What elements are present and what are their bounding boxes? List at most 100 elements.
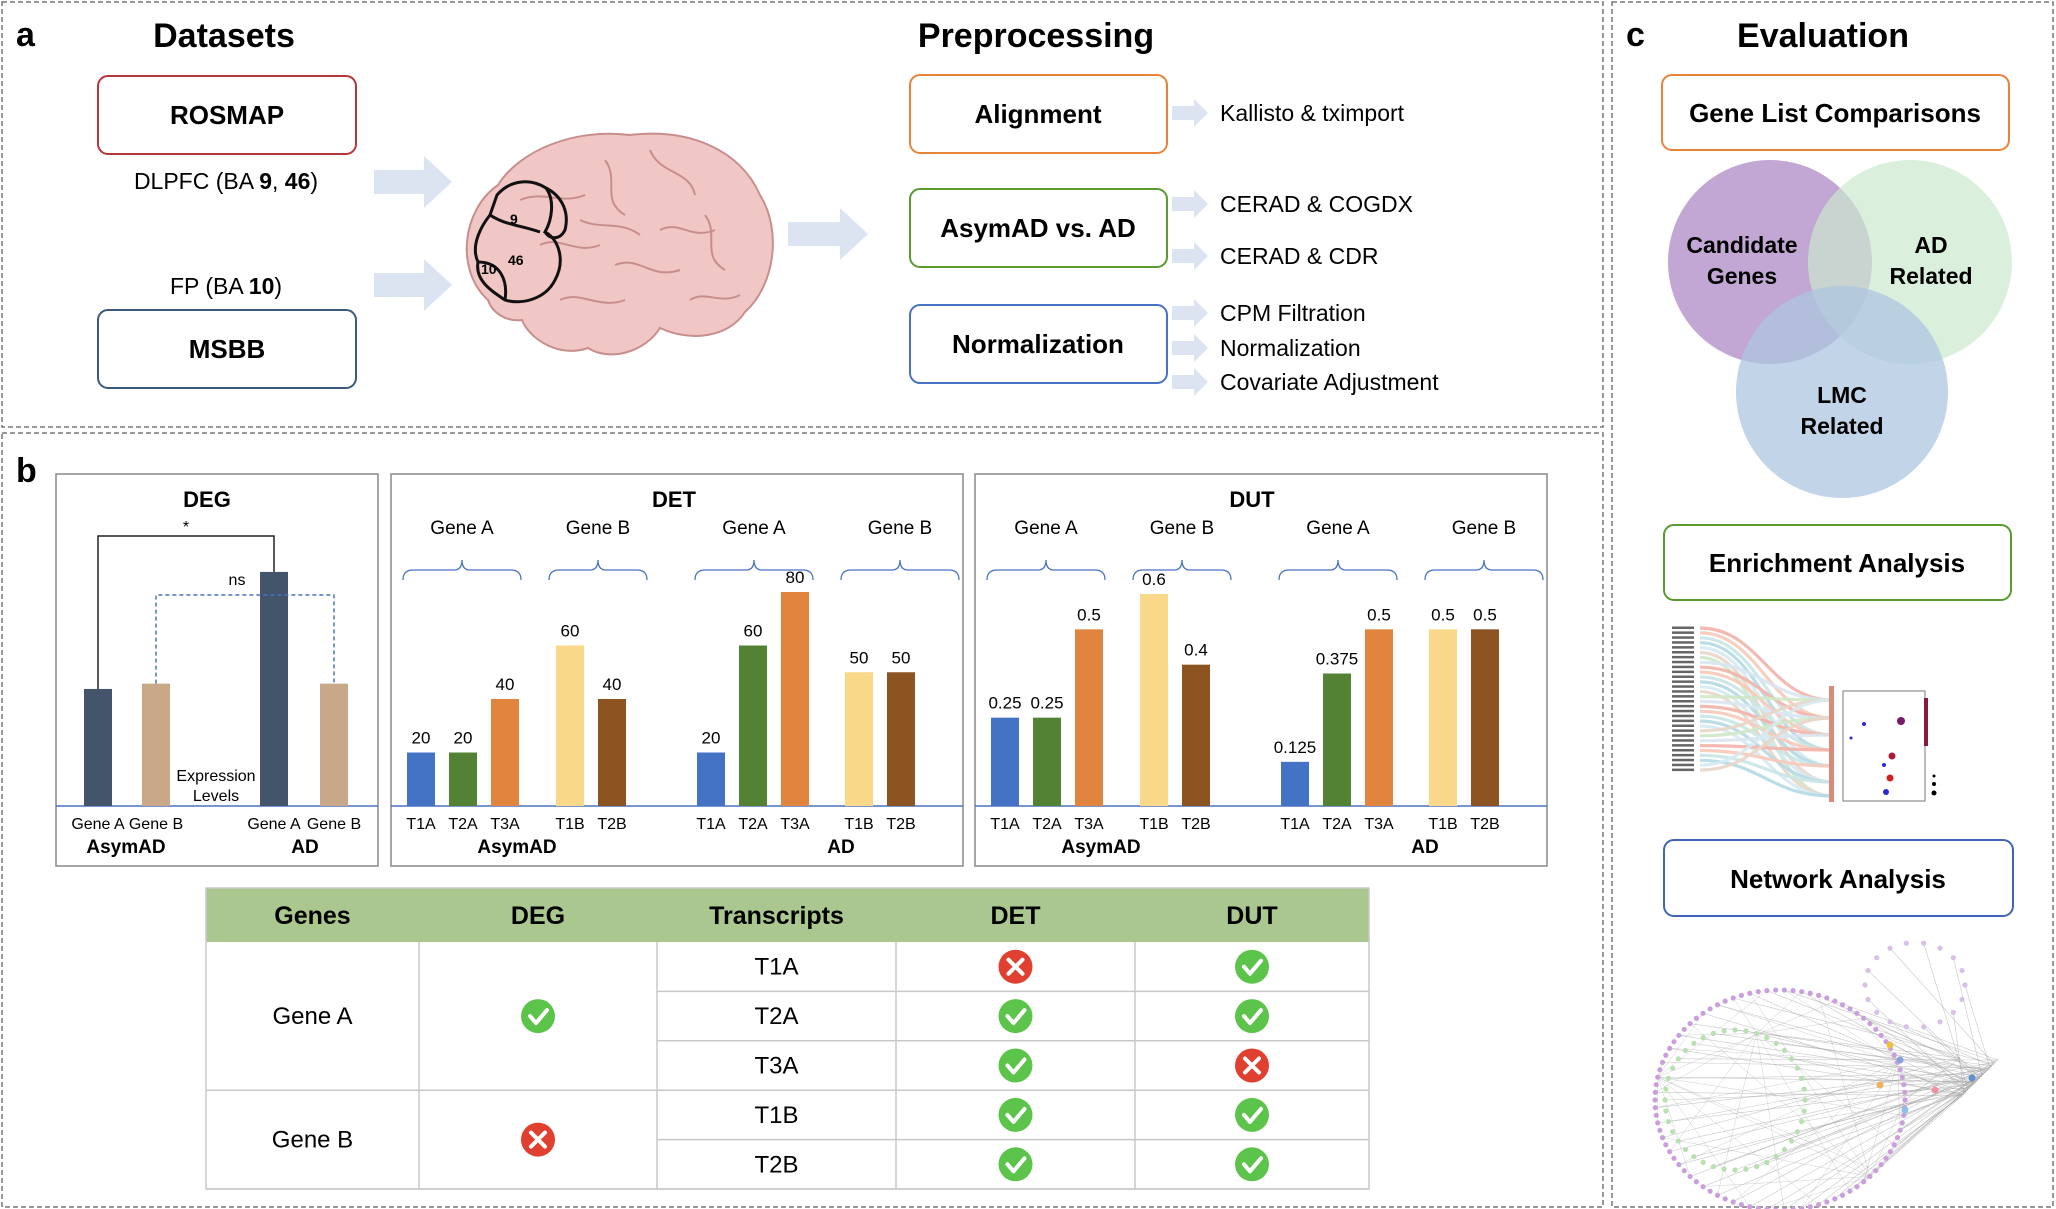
dut-bar-label: T3A	[1364, 816, 1394, 833]
dut-bar-value: 0.5	[1473, 605, 1497, 624]
network-node	[1781, 987, 1787, 993]
msbb-label: MSBB	[189, 334, 266, 364]
network-node	[1854, 1010, 1860, 1016]
arrow-icon	[374, 156, 452, 208]
network-graph-thumbnail	[1652, 940, 1999, 1209]
sankey-gene-label	[1672, 655, 1694, 659]
deg-title: DEG	[183, 487, 231, 512]
table-transcript-cell: T1B	[754, 1102, 798, 1129]
network-node	[1798, 1119, 1805, 1125]
network-edge	[1668, 1061, 1997, 1122]
network-node	[1886, 1041, 1894, 1049]
network-node	[1707, 1188, 1713, 1194]
check-icon	[1233, 1095, 1271, 1134]
network-node	[1659, 1135, 1666, 1141]
network-edge	[1669, 1048, 1965, 1095]
dut-group-label: AD	[1411, 837, 1438, 858]
deg-bar	[142, 683, 170, 806]
check-icon	[1233, 947, 1271, 986]
network-node	[1657, 1127, 1663, 1133]
sankey-gene-label	[1672, 646, 1694, 649]
sankey-gene-label	[1672, 709, 1694, 713]
network-node	[1738, 992, 1744, 998]
network-node	[1682, 1047, 1689, 1054]
network-node	[1764, 1159, 1770, 1165]
dut-bar-label: T2A	[1032, 816, 1062, 833]
network-node	[1754, 1030, 1760, 1037]
dut-bar	[1471, 629, 1499, 806]
network-edge	[1733, 1062, 1898, 1203]
network-node	[1891, 1142, 1897, 1148]
network-edge	[1662, 1057, 1961, 1138]
cross-icon	[519, 1120, 557, 1159]
network-node	[1832, 998, 1838, 1004]
network-edge	[1732, 997, 1757, 1034]
network-edge	[1834, 1000, 1999, 1061]
sankey-term-bar	[1829, 686, 1834, 802]
sankey-gene-label	[1672, 651, 1694, 654]
arrow-icon	[1172, 99, 1208, 127]
network-edge	[1849, 1008, 1898, 1063]
network-node	[1671, 1155, 1677, 1161]
deg-significance-star: *	[183, 519, 189, 536]
network-node	[1867, 1173, 1873, 1180]
table-transcript-cell: T3A	[754, 1053, 798, 1080]
deg-bar	[320, 683, 348, 806]
network-node	[1700, 1010, 1706, 1016]
sankey-gene-label	[1672, 729, 1694, 732]
network-node	[1722, 1196, 1728, 1202]
dut-gene-brace	[1278, 559, 1398, 581]
det-bar-label: T2A	[738, 816, 768, 833]
network-edge	[1801, 1078, 1977, 1083]
network-node	[1738, 1202, 1744, 1208]
network-node	[1682, 1146, 1689, 1153]
network-edge	[1657, 1076, 1871, 1177]
rosmap-box	[97, 75, 357, 155]
network-node	[1732, 1167, 1738, 1173]
network-edge	[1863, 1093, 1965, 1182]
preprocessing-step-label: Alignment	[974, 99, 1101, 129]
panel-c-frame	[1611, 1, 2054, 1208]
network-node	[1721, 1028, 1727, 1034]
det-bar	[598, 699, 626, 806]
network-node	[1659, 1059, 1666, 1065]
sankey-link	[1699, 748, 1833, 768]
table-gene-cell: Gene B	[272, 1127, 353, 1154]
table-header-row	[206, 888, 1369, 942]
network-edge	[1849, 1079, 1979, 1192]
det-bar-value: 60	[744, 622, 763, 641]
det-bar-label: T1B	[555, 816, 584, 833]
det-bar-label: T2A	[448, 816, 478, 833]
sankey-gene-label	[1672, 719, 1694, 723]
dut-bar-value: 0.25	[988, 694, 1021, 713]
panel-b-frame	[1, 432, 1604, 1208]
det-bar	[739, 645, 767, 806]
det-bar-label: T1B	[844, 816, 873, 833]
sankey-gene-label	[1672, 631, 1694, 634]
network-edge	[1756, 1018, 1864, 1034]
check-icon	[996, 1095, 1035, 1134]
network-node	[1789, 1056, 1795, 1062]
network-edge	[1804, 1067, 1991, 1101]
sankey-gene-label	[1672, 744, 1694, 747]
network-node	[1962, 982, 1968, 988]
network-edge	[1776, 1065, 1993, 1157]
network-edge	[1784, 989, 1898, 1063]
network-node	[1874, 955, 1880, 961]
sankey-gene-label	[1672, 749, 1694, 752]
network-node	[1665, 1119, 1672, 1125]
det-bar-label: T1A	[696, 816, 726, 833]
network-node	[1873, 1026, 1879, 1032]
det-bar	[491, 699, 519, 806]
det-group-label: AsymAD	[477, 837, 556, 858]
evaluation-title: Evaluation	[1737, 17, 1909, 55]
det-gene-label: Gene A	[430, 518, 494, 539]
brain-label-9: 9	[510, 211, 518, 227]
deg-chart-frame	[55, 473, 379, 867]
network-node	[1653, 1082, 1659, 1088]
network-edge	[1655, 1033, 1757, 1093]
check-icon	[519, 997, 557, 1036]
network-edge	[1756, 1033, 1975, 1085]
det-bar-value: 40	[603, 675, 622, 694]
